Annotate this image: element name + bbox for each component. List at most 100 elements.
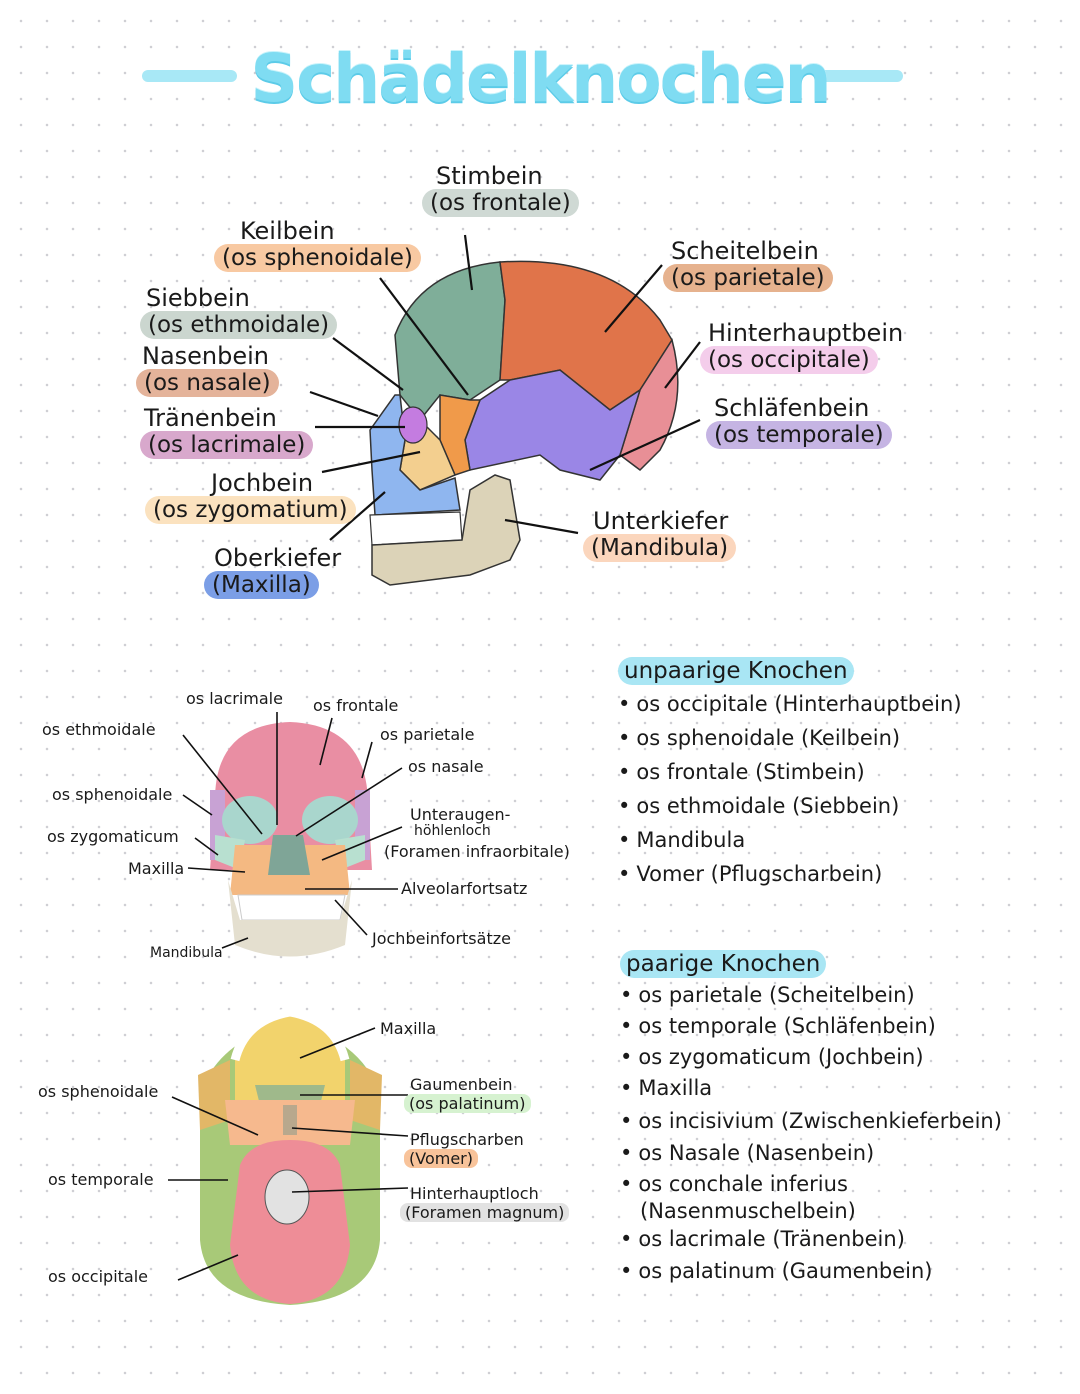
inferior-label-temporale: os temporale — [48, 1170, 154, 1189]
label-mandibula-name: Unterkiefer — [593, 507, 729, 535]
list-item: os conchale inferius — [620, 1169, 1002, 1200]
paired-bones-section: paarige Knochen os parietale (Scheitelbe… — [620, 950, 1002, 1287]
frontal-label-parietale: os parietale — [380, 725, 475, 744]
inferior-label-foramen-latin: (Foramen magnum) — [400, 1203, 570, 1222]
front-orbit-right — [302, 796, 358, 844]
inferior-label-vomer-latin: (Vomer) — [404, 1149, 478, 1168]
frontal-pointer-lines — [182, 712, 403, 949]
label-temporale: Schläfenbein (os temporale) — [706, 395, 892, 449]
frontal-label-frontale: os frontale — [313, 696, 399, 715]
label-lacrimale-latin: (os lacrimale) — [140, 431, 314, 459]
label-sphenoidale: Keilbein (os sphenoidale) — [214, 218, 421, 272]
title-decoration-right — [818, 70, 903, 82]
label-occipitale: Hinterhauptbein (os occipitale) — [700, 320, 903, 374]
unpaired-list: os occipitale (Hinterhauptbein) os sphen… — [618, 687, 962, 891]
inf-vomer — [283, 1105, 297, 1135]
skull-maxilla — [369, 394, 461, 516]
frontal-label-lacrimale: os lacrimale — [186, 689, 283, 708]
list-item: os lacrimale (Tränenbein) — [620, 1222, 1002, 1256]
inferior-label-palatinum-name: Gaumenbein — [410, 1075, 513, 1094]
inf-maxilla — [235, 1015, 345, 1100]
label-temporale-name: Schläfenbein — [714, 394, 870, 422]
frontal-label-nasale: os nasale — [408, 757, 484, 776]
label-mandibula-latin: (Mandibula) — [583, 534, 737, 562]
frontal-label-sphenoidale: os sphenoidale — [52, 785, 173, 804]
label-maxilla-name: Oberkiefer — [214, 544, 342, 572]
frontal-label-ethmoidale: os ethmoidale — [42, 720, 156, 739]
frontal-label-foramen-3: (Foramen infraorbitale) — [384, 842, 570, 861]
inferior-label-vomer-name: Pflugscharben — [410, 1130, 524, 1149]
frontal-label-jochbeinfortsaetze: Jochbeinfortsätze — [372, 929, 511, 948]
list-item: os zygomaticum (Jochbein) — [620, 1042, 1002, 1073]
list-item: Maxilla — [620, 1073, 1002, 1104]
inf-teeth — [230, 1007, 350, 1062]
list-item: os frontale (Stimbein) — [618, 755, 962, 789]
label-lacrimale: Tränenbein (os lacrimale) — [140, 404, 314, 459]
inferior-label-sphenoidale: os sphenoidale — [38, 1082, 159, 1101]
frontal-label-alveolar: Alveolarfortsatz — [401, 879, 528, 898]
list-item: Vomer (Pflugscharbein) — [618, 857, 962, 891]
label-lacrimale-name: Tränenbein — [144, 404, 277, 432]
unpaired-bones-section: unpaarige Knochen os occipitale (Hinterh… — [618, 657, 962, 891]
front-nasal-cavity — [268, 835, 310, 875]
list-item: os sphenoidale (Keilbein) — [618, 721, 962, 755]
inferior-label-maxilla: Maxilla — [380, 1019, 437, 1038]
label-ethmoidale-name: Siebbein — [146, 284, 250, 312]
list-item: Mandibula — [618, 823, 962, 857]
inferior-label-palatinum: Gaumenbein (os palatinum) — [404, 1076, 531, 1114]
label-occipitale-latin: (os occipitale) — [700, 346, 878, 374]
list-item: os occipitale (Hinterhauptbein) — [618, 687, 961, 721]
skull-lacrimale — [398, 406, 428, 444]
label-frontale-name: Stimbein — [436, 162, 543, 190]
label-zygomatium-latin: (os zygomatium) — [145, 496, 356, 524]
page-title: Schädelknochen — [250, 40, 832, 117]
list-item: os parietale (Scheitelbein) — [620, 980, 1002, 1011]
list-item: os ethmoidale (Siebbein) — [618, 789, 962, 823]
inferior-label-occipitale: os occipitale — [48, 1267, 149, 1286]
inferior-pointer-lines — [168, 1027, 409, 1281]
frontal-label-mandibula: Mandibula — [150, 945, 223, 961]
paired-heading: paarige Knochen — [620, 950, 827, 978]
list-item: os incisivium (Zwischenkieferbein) — [620, 1104, 1002, 1138]
label-occipitale-name: Hinterhauptbein — [708, 319, 904, 347]
list-item-continuation: (Nasenmuschelbein) — [620, 1200, 1002, 1222]
lateral-pointer-lines — [309, 234, 701, 541]
frontal-label-zygomaticum: os zygomaticum — [47, 827, 179, 846]
front-mandibula — [228, 880, 352, 957]
label-parietale: Scheitelbein (os parietale) — [663, 238, 833, 292]
unpaired-heading: unpaarige Knochen — [618, 657, 854, 685]
inf-side-left — [198, 1060, 230, 1130]
label-sphenoidale-latin: (os sphenoidale) — [214, 244, 421, 272]
list-item: os temporale (Schläfenbein) — [620, 1011, 1002, 1042]
label-sphenoidale-name: Keilbein — [240, 217, 335, 245]
frontal-label-foramen-2: höhlenloch — [414, 823, 491, 839]
label-maxilla: Oberkiefer (Maxilla) — [204, 545, 341, 599]
inferior-label-palatinum-latin: (os palatinum) — [404, 1094, 531, 1113]
label-frontale-latin: (os frontale) — [422, 189, 579, 217]
inferior-label-foramen-name: Hinterhauptloch — [410, 1184, 539, 1203]
label-nasale-latin: (os nasale) — [136, 369, 279, 397]
label-nasale-name: Nasenbein — [142, 342, 270, 370]
label-nasale: Nasenbein (os nasale) — [136, 343, 279, 397]
label-parietale-latin: (os parietale) — [663, 264, 833, 292]
inferior-label-foramen: Hinterhauptloch (Foramen magnum) — [400, 1184, 570, 1223]
label-mandibula: Unterkiefer (Mandibula) — [583, 507, 737, 562]
label-temporale-latin: (os temporale) — [706, 421, 892, 449]
inf-foramen-magnum — [264, 1169, 310, 1225]
label-frontale: Stimbein (os frontale) — [422, 163, 579, 217]
list-item-continuation-text: (Nasenmuschelbein) — [640, 1199, 856, 1223]
list-item: os palatinum (Gaumenbein) — [620, 1256, 1002, 1287]
skull-mandibula — [371, 474, 521, 586]
label-parietale-name: Scheitelbein — [671, 237, 819, 265]
label-ethmoidale: Siebbein (os ethmoidale) — [140, 284, 338, 339]
list-item: os Nasale (Nasenbein) — [620, 1138, 1002, 1169]
frontal-label-foramen-1: Unteraugen- — [410, 805, 511, 824]
label-zygomatium-name: Jochbein — [211, 469, 314, 497]
label-zygomatium: Jochbein (os zygomatium) — [145, 470, 356, 524]
paired-list: os parietale (Scheitelbein) os temporale… — [620, 980, 1002, 1287]
title-decoration-left — [142, 70, 237, 82]
label-maxilla-latin: (Maxilla) — [204, 571, 319, 599]
